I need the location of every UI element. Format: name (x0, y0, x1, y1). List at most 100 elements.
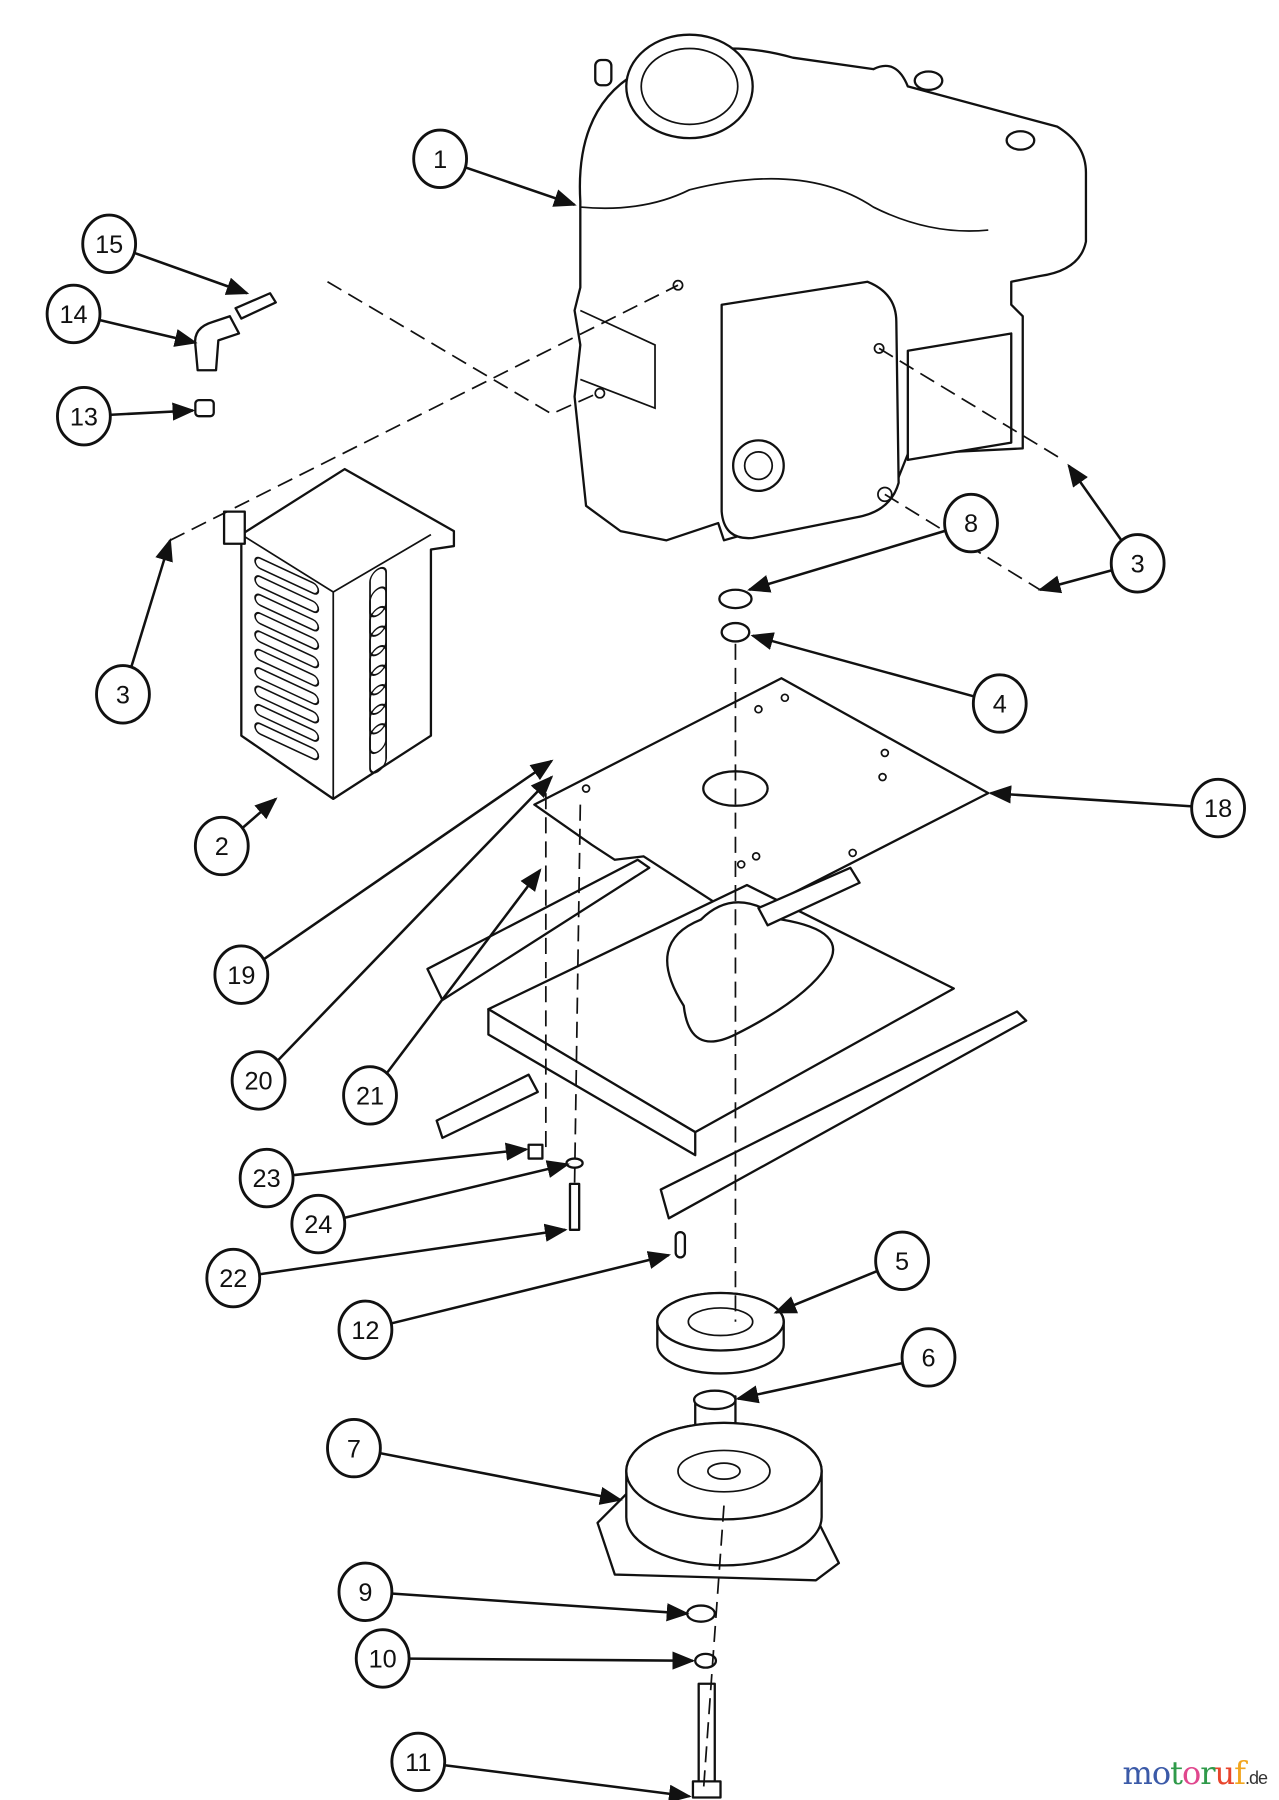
callout-number: 10 (369, 1646, 397, 1674)
callout-bubble (337, 1561, 394, 1622)
callout-number: 8 (964, 510, 978, 538)
callout-number: 6 (921, 1345, 935, 1373)
callout-12: 12 (337, 1251, 672, 1360)
leader-arrow (260, 1223, 568, 1276)
leader-arrow (129, 538, 173, 669)
leader-arrow (410, 1651, 696, 1670)
callouts: 1 15 14 13 3 3 8 4 2 18 19 20 21 23 24 22 12 5 6 7 9 10 11 (45, 128, 1246, 1800)
callout-number: 20 (245, 1068, 273, 1096)
callout-number: 23 (253, 1165, 281, 1193)
callout-number: 4 (993, 691, 1007, 719)
callout-14: 14 (45, 283, 198, 347)
callout-number: 24 (304, 1211, 332, 1239)
leader-arrow (1067, 463, 1123, 542)
callout-bubble (1190, 777, 1246, 839)
callout-bubble (290, 1193, 347, 1255)
callout-5: 5 (773, 1230, 930, 1314)
callout-9: 9 (337, 1561, 690, 1622)
callout-4: 4 (750, 632, 1028, 734)
leader-arrow (385, 868, 542, 1075)
leader-arrow (747, 529, 945, 593)
callout-bubble (326, 1417, 382, 1479)
callout-bubble (943, 492, 999, 554)
callout-3: 3 (95, 538, 173, 725)
callout-bubble (81, 213, 138, 275)
oil-drain-parts (193, 292, 277, 418)
leader-arrow (111, 402, 196, 421)
watermark-letter: r (1200, 1754, 1215, 1792)
callout-6: 6 (735, 1327, 957, 1404)
alignment-lines (169, 281, 1064, 1793)
callout-number: 15 (95, 231, 123, 259)
callout-bubble (1109, 533, 1166, 594)
callout-number: 3 (1131, 550, 1145, 578)
callout-number: 19 (227, 962, 255, 990)
callout-number: 22 (219, 1265, 247, 1293)
frame-part (426, 858, 1028, 1220)
callout-bubble (45, 283, 102, 345)
callout-bubble (213, 944, 270, 1005)
leader-arrow (293, 1142, 529, 1177)
leader-arrow (773, 1270, 878, 1314)
watermark-letter: m (1122, 1754, 1152, 1792)
callout-24: 24 (290, 1160, 570, 1255)
leader-arrow (750, 632, 974, 698)
callout-11: 11 (390, 1731, 692, 1800)
callout-number: 14 (59, 301, 87, 329)
callout-bubble (354, 1628, 411, 1689)
callout-bubble (900, 1327, 957, 1388)
callout-15: 15 (81, 213, 250, 295)
callout-number: 3 (116, 681, 130, 709)
callout-bubble (337, 1299, 394, 1360)
callout-22: 22 (205, 1223, 568, 1309)
callout-20: 20 (230, 775, 554, 1111)
watermark-letter: o (1181, 1754, 1201, 1792)
leader-arrow (1037, 569, 1112, 594)
callout-bubble (342, 1065, 398, 1126)
callout-bubble (238, 1147, 295, 1209)
leader-arrow (241, 797, 278, 829)
callout-bubble (971, 673, 1028, 734)
callout-number: 18 (1204, 795, 1232, 823)
leader-arrow (100, 319, 198, 347)
watermark-logo: motoruf.de (1122, 1754, 1268, 1792)
callout-number: 12 (351, 1317, 379, 1345)
callout-number: 5 (895, 1248, 909, 1276)
callout-1: 1 (412, 128, 577, 207)
engine-part (573, 33, 1088, 542)
muffler-guard-part (222, 467, 456, 801)
callout-3: 3 (1037, 463, 1166, 594)
callout-2: 2 (193, 797, 278, 877)
callout-23: 23 (238, 1142, 529, 1209)
callout-7: 7 (326, 1417, 623, 1505)
leader-arrow (735, 1361, 902, 1404)
callout-bubble (230, 1050, 287, 1111)
callout-number: 13 (70, 403, 98, 431)
watermark-letter: u (1214, 1754, 1236, 1792)
watermark-letter: o (1151, 1754, 1171, 1792)
callout-bubble (95, 664, 151, 725)
leader-arrow (134, 251, 250, 295)
leader-arrow (392, 1592, 690, 1622)
watermark-name: motoruf (1122, 1754, 1245, 1792)
callout-number: 2 (215, 833, 229, 861)
callout-number: 21 (356, 1083, 384, 1111)
callout-bubble (874, 1230, 930, 1291)
callout-number: 9 (358, 1579, 372, 1607)
leader-arrow (380, 1452, 623, 1505)
callout-number: 11 (405, 1749, 431, 1777)
leader-arrow (276, 775, 554, 1062)
callout-10: 10 (354, 1628, 696, 1689)
callout-number: 7 (347, 1435, 361, 1463)
callout-bubble (56, 386, 112, 447)
engine-plate-part (533, 677, 990, 921)
leader-arrow (263, 759, 554, 961)
leader-arrow (465, 166, 577, 207)
callout-19: 19 (213, 759, 554, 1005)
callout-bubble (412, 128, 468, 189)
callout-bubble (390, 1731, 447, 1793)
callout-13: 13 (56, 386, 196, 447)
callout-bubble (193, 815, 250, 877)
